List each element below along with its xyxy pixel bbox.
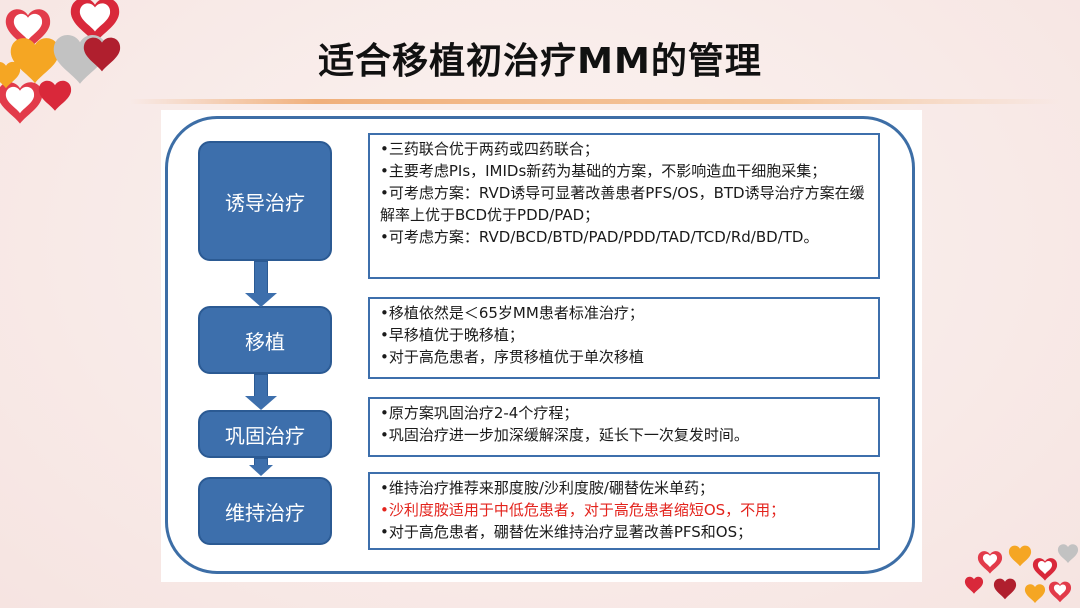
arrow-down-icon: [243, 374, 279, 410]
step-box-maintenance: 维持治疗: [198, 477, 332, 545]
flow-frame: [165, 116, 915, 574]
desc-box-transplant: •移植依然是＜65岁MM患者标准治疗； •早移植优于晚移植； •对于高危患者，序…: [368, 297, 880, 379]
desc-line: •早移植优于晚移植；: [380, 326, 524, 344]
step-label-maintenance: 维持治疗: [225, 500, 305, 525]
hearts-decoration-bottom-right-icon: [964, 544, 1079, 603]
desc-line-highlight: •沙利度胺适用于中低危患者，对于高危患者缩短OS，不用；: [380, 501, 786, 519]
arrow-down-icon: [243, 458, 279, 477]
step-box-induction: 诱导治疗: [198, 141, 332, 261]
title-underline: [130, 99, 1060, 104]
step-label-induction: 诱导治疗: [225, 190, 305, 215]
desc-line: •移植依然是＜65岁MM患者标准治疗；: [380, 304, 644, 322]
desc-line: •对于高危患者，序贯移植优于单次移植: [380, 348, 644, 366]
step-box-transplant: 移植: [198, 306, 332, 374]
step-label-consolidation: 巩固治疗: [225, 423, 305, 448]
desc-line: •可考虑方案：RVD/BCD/BTD/PAD/PDD/TAD/TCD/Rd/BD…: [380, 228, 819, 246]
desc-line: •三药联合优于两药或四药联合；: [380, 140, 599, 158]
desc-box-maintenance: •维持治疗推荐来那度胺/沙利度胺/硼替佐米单药； •沙利度胺适用于中低危患者，对…: [368, 472, 880, 550]
desc-line: •可考虑方案：RVD诱导可显著改善患者PFS/OS，BTD诱导治疗方案在缓解率上…: [380, 184, 865, 224]
desc-line: •主要考虑PIs，IMIDs新药为基础的方案，不影响造血干细胞采集；: [380, 162, 827, 180]
desc-box-induction: •三药联合优于两药或四药联合； •主要考虑PIs，IMIDs新药为基础的方案，不…: [368, 133, 880, 279]
arrow-down-icon: [243, 261, 279, 307]
desc-box-consolidation: •原方案巩固治疗2-4个疗程； •巩固治疗进一步加深缓解深度，延长下一次复发时间…: [368, 397, 880, 457]
slide-title: 适合移植初治疗MM的管理: [318, 41, 762, 82]
desc-line: •对于高危患者，硼替佐米维持治疗显著改善PFS和OS；: [380, 523, 753, 541]
desc-line: •原方案巩固治疗2-4个疗程；: [380, 404, 579, 422]
step-box-consolidation: 巩固治疗: [198, 410, 332, 458]
desc-line: •巩固治疗进一步加深缓解深度，延长下一次复发时间。: [380, 426, 749, 444]
step-label-transplant: 移植: [245, 329, 285, 354]
desc-line: •维持治疗推荐来那度胺/沙利度胺/硼替佐米单药；: [380, 479, 714, 497]
